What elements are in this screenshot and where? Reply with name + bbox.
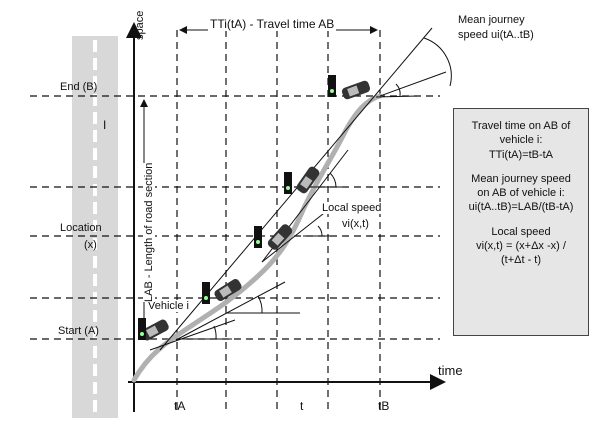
- tangent-line-top: [375, 95, 419, 98]
- tangent-line-low: [175, 281, 286, 341]
- start-label: Start (A): [58, 325, 99, 337]
- traffic-light-icon: [202, 282, 210, 304]
- info-box: Travel time on AB of vehicle i: TTi(tA)=…: [453, 108, 589, 336]
- traffic-light-icon: [328, 75, 336, 97]
- car-icon: [214, 279, 242, 301]
- mean-speed-line: [159, 27, 433, 351]
- local-speed-label-2: vi(x,t): [342, 218, 369, 230]
- car-icon: [267, 224, 293, 250]
- traffic-light-icon: [138, 318, 146, 340]
- mean-speed-label-1: Mean journey: [458, 14, 525, 26]
- info-line: Local speed: [491, 225, 551, 238]
- vehicle-label: Vehicle i: [148, 300, 189, 313]
- tangent-line-start: [149, 319, 236, 351]
- local-speed-label-1: Local speed: [322, 202, 382, 215]
- y-axis-label: space: [134, 10, 146, 40]
- info-line: on AB of vehicle i:: [477, 187, 565, 200]
- tangent-line-local: [261, 209, 329, 263]
- traffic-light-icon: [284, 172, 292, 194]
- info-line: Travel time on AB of: [471, 120, 571, 132]
- tangent-arc-mid: [329, 172, 337, 188]
- tick-tb: tB: [378, 399, 390, 413]
- car-icon: [296, 166, 320, 194]
- car-icon: [141, 319, 169, 341]
- mean-speed-label-2: speed ui(tA..tB): [458, 29, 534, 41]
- road-length-label: LAB - Length of road section: [143, 162, 156, 302]
- mean-speed-angle-arc: [423, 37, 452, 87]
- location-label-2: (x): [84, 239, 97, 251]
- info-line: TTi(tA)=tB-tA: [488, 148, 554, 161]
- end-label: End (B): [60, 81, 98, 93]
- traffic-light-icon: [254, 226, 262, 248]
- info-line: (t+Δt - t): [500, 254, 542, 267]
- info-line: vehicle i:: [499, 134, 543, 147]
- tangent-arc-low: [257, 295, 263, 314]
- tangent-arc-top: [395, 83, 401, 97]
- info-line: vi(x,t) = (x+Δx -x) /: [476, 240, 566, 253]
- tick-ta: tA: [174, 399, 186, 413]
- info-line: ui(tA..tB)=LAB/(tB-tA): [468, 201, 574, 214]
- tangent-arc-start: [213, 325, 217, 340]
- location-label-1: Location: [60, 222, 102, 234]
- mean-speed-line-ext: [379, 71, 447, 97]
- x-axis-label: time: [438, 363, 463, 378]
- tangent-arc-local: [317, 225, 323, 237]
- travel-time-label: TTi(tA) - Travel time AB: [208, 17, 337, 32]
- tick-t: t: [300, 399, 304, 413]
- info-line: Mean journey speed: [471, 172, 571, 185]
- car-icon: [341, 80, 371, 100]
- road-strip: [72, 36, 118, 418]
- text-cursor-icon: I: [103, 118, 107, 132]
